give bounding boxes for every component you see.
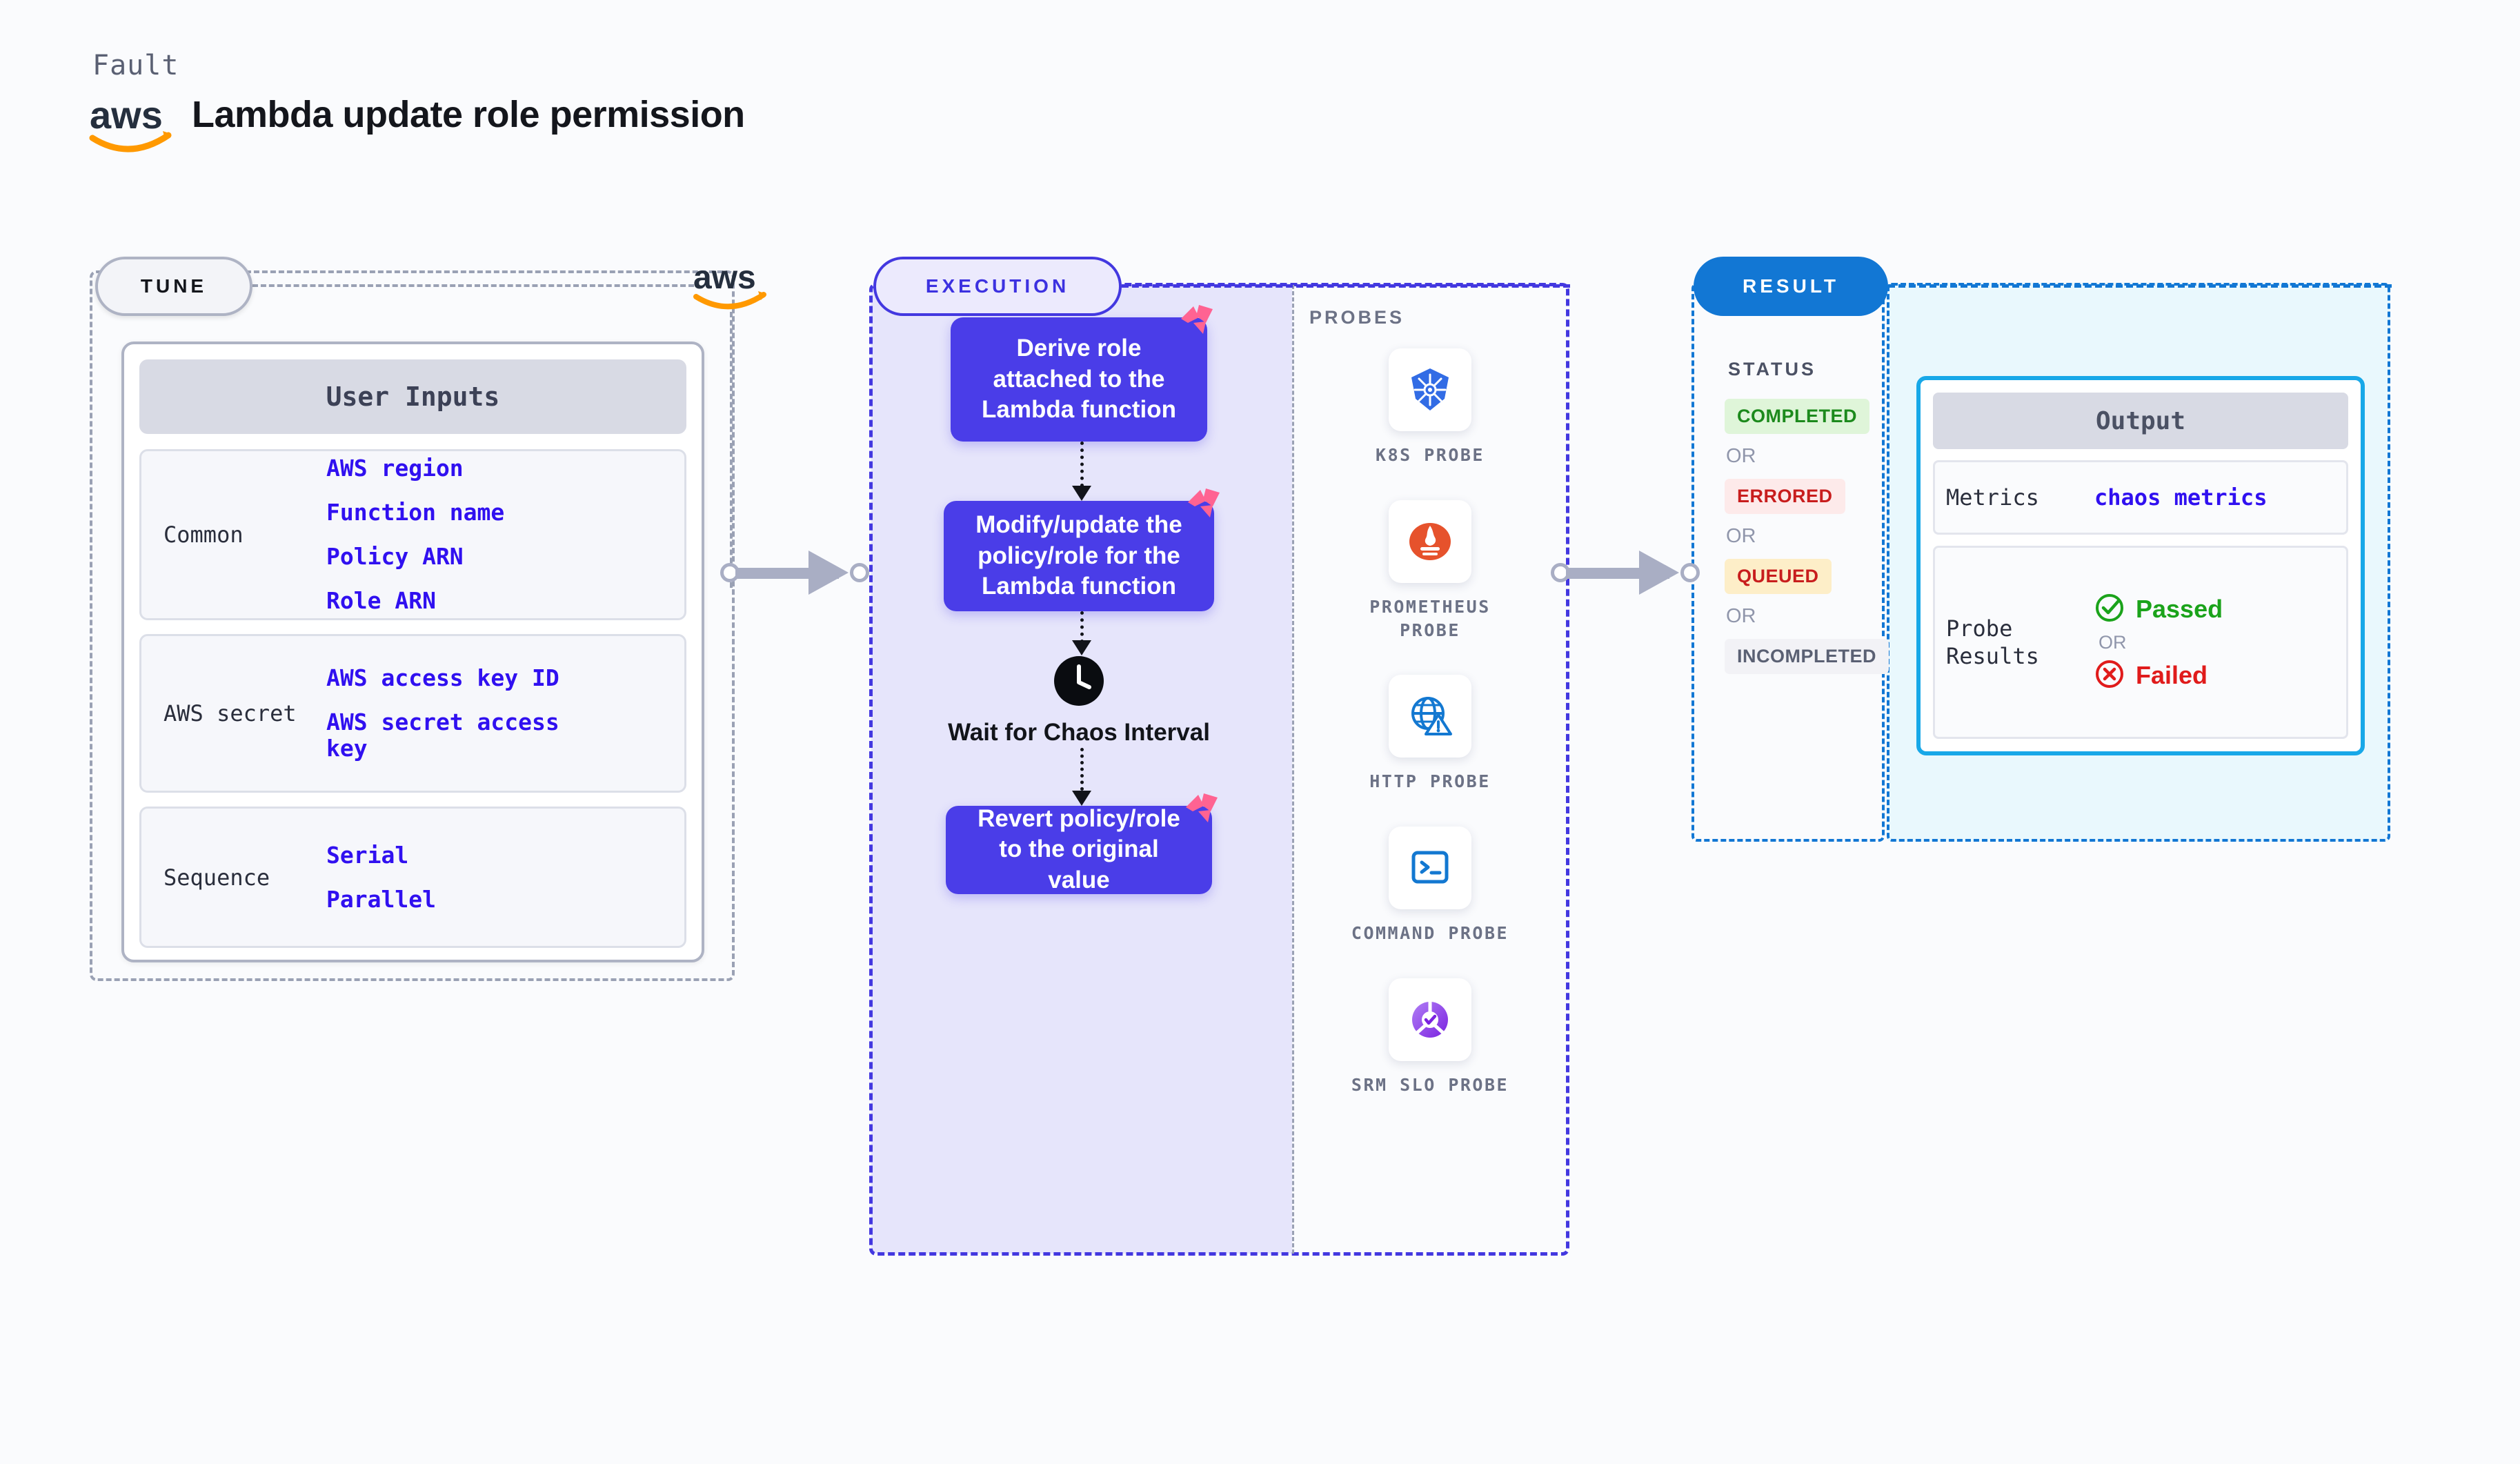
kubernetes-icon (1389, 348, 1471, 431)
input-value[interactable]: AWS access key ID (326, 664, 559, 692)
probe-item-command[interactable]: COMMAND PROBE (1340, 827, 1520, 945)
input-group-sequence: Sequence Serial Parallel (139, 807, 686, 948)
input-value[interactable]: Policy ARN (326, 543, 464, 570)
status-or-label: OR (1726, 445, 1756, 467)
status-badge: COMPLETED (1725, 399, 1870, 434)
connector-dot-right (1680, 563, 1700, 582)
page-kicker: Fault (92, 50, 179, 81)
probe-label: K8S PROBE (1376, 445, 1485, 465)
status-list: COMPLETED OR ERRORED OR QUEUED OR INCOMP… (1725, 399, 1889, 674)
probe-passed-label: Passed (2136, 595, 2223, 623)
status-badge: QUEUED (1725, 559, 1832, 594)
user-inputs-title: User Inputs (139, 359, 686, 434)
execution-step-label: Revert policy/role to the original value (946, 805, 1212, 894)
input-value[interactable]: Serial (326, 841, 409, 869)
litmus-logo-icon (1178, 302, 1217, 341)
arrow-line (1080, 442, 1084, 487)
x-circle-icon (2094, 659, 2125, 693)
execution-probes-separator (1292, 285, 1294, 1254)
arrow-line (1080, 747, 1084, 791)
execution-step[interactable]: Revert policy/role to the original value (946, 793, 1218, 894)
probe-item-k8s[interactable]: K8S PROBE (1340, 348, 1520, 467)
execution-step-label: Derive role attached to the Lambda funct… (951, 317, 1207, 442)
probe-item-http[interactable]: HTTP PROBE (1340, 675, 1520, 793)
input-value[interactable]: Role ARN (326, 586, 436, 614)
execution-badge: EXECUTION (873, 257, 1122, 316)
tune-aws-logo-icon: aws (693, 255, 769, 312)
output-key: Metrics (1946, 484, 2039, 511)
probe-label: SRM SLO PROBE (1351, 1074, 1509, 1095)
result-badge: RESULT (1694, 257, 1888, 316)
aws-logo-icon: aws (88, 90, 175, 153)
output-row-metrics: Metrics chaos metrics (1933, 460, 2348, 535)
probe-or-label: OR (2099, 631, 2127, 653)
execution-step[interactable]: Derive role attached to the Lambda funct… (951, 305, 1213, 442)
input-value[interactable]: Function name (326, 499, 505, 526)
input-value[interactable]: Parallel (326, 885, 436, 913)
probe-result-passed: Passed (2094, 593, 2223, 626)
status-title: STATUS (1728, 359, 1816, 379)
probes-list: K8S PROBE PROMETHEUS PROBE (1292, 348, 1568, 1097)
execution-wait-label: Wait for Chaos Interval (948, 719, 1210, 746)
input-group-label: Common (163, 522, 244, 548)
status-badge: INCOMPLETED (1725, 639, 1889, 674)
connector-execution-to-result (1551, 545, 1709, 600)
tune-dashed-connector (252, 284, 694, 287)
terminal-icon (1389, 827, 1471, 909)
litmus-logo-icon (1183, 791, 1222, 829)
probe-result-failed: Failed (2094, 659, 2223, 693)
output-metrics-value[interactable]: chaos metrics (2094, 484, 2268, 511)
arrow-tip (1072, 640, 1091, 655)
arrow-tip (1072, 790, 1091, 806)
output-key: Probe Results (1946, 615, 2039, 669)
input-group-aws-secret: AWS secret AWS access key ID AWS secret … (139, 634, 686, 793)
execution-arrow (871, 442, 1292, 501)
http-globe-warning-icon (1389, 675, 1471, 758)
input-group-label: Sequence (163, 864, 270, 891)
input-group-common: Common AWS region Function name Policy A… (139, 449, 686, 620)
probe-item-prometheus[interactable]: PROMETHEUS PROBE (1340, 499, 1520, 642)
result-dashed-connector (1888, 284, 2392, 288)
status-or-label: OR (1726, 605, 1756, 627)
execution-dashed-connector (1122, 284, 1570, 288)
svg-text:aws: aws (693, 259, 756, 296)
svg-text:aws: aws (90, 93, 163, 137)
arrow-line (1080, 611, 1084, 643)
probe-label: HTTP PROBE (1369, 771, 1491, 792)
connector-arrowhead (808, 551, 849, 595)
execution-step[interactable]: Modify/update the policy/role for the La… (944, 488, 1220, 611)
srm-slo-icon (1389, 978, 1471, 1061)
execution-steps: Derive role attached to the Lambda funct… (871, 305, 1292, 894)
connector-dot-right (850, 563, 869, 582)
probes-title: PROBES (1309, 307, 1405, 328)
tune-badge: TUNE (95, 257, 252, 316)
check-circle-icon (2094, 593, 2125, 626)
arrow-tip (1072, 486, 1091, 501)
status-or-label: OR (1726, 525, 1756, 547)
status-badge: ERRORED (1725, 479, 1845, 514)
input-value[interactable]: AWS region (326, 455, 464, 482)
output-row-probe-results: Probe Results Passed OR (1933, 546, 2348, 739)
probe-item-srm-slo[interactable]: SRM SLO PROBE (1340, 978, 1520, 1097)
output-card: Output Metrics chaos metrics Probe Resul… (1916, 376, 2365, 755)
probe-failed-label: Failed (2136, 661, 2208, 689)
connector-tune-to-execution (720, 545, 879, 600)
prometheus-icon (1389, 499, 1471, 583)
execution-arrow (871, 611, 1292, 655)
user-inputs-card: User Inputs Common AWS region Function n… (121, 342, 704, 962)
input-value[interactable]: AWS secret access key (326, 709, 559, 762)
connector-arrowhead (1639, 551, 1679, 595)
clock-icon (1053, 655, 1104, 706)
litmus-logo-icon (1185, 486, 1224, 524)
execution-wait-step: Wait for Chaos Interval (944, 655, 1214, 748)
execution-step-label: Modify/update the policy/role for the La… (944, 501, 1214, 611)
output-title: Output (1933, 393, 2348, 449)
probe-label: COMMAND PROBE (1351, 923, 1509, 943)
execution-arrow (871, 747, 1292, 806)
input-group-label: AWS secret (163, 700, 297, 726)
tune-aws-vertical-line (730, 312, 733, 588)
page-title: Lambda update role permission (192, 94, 745, 135)
probe-label: PROMETHEUS PROBE (1369, 596, 1491, 640)
